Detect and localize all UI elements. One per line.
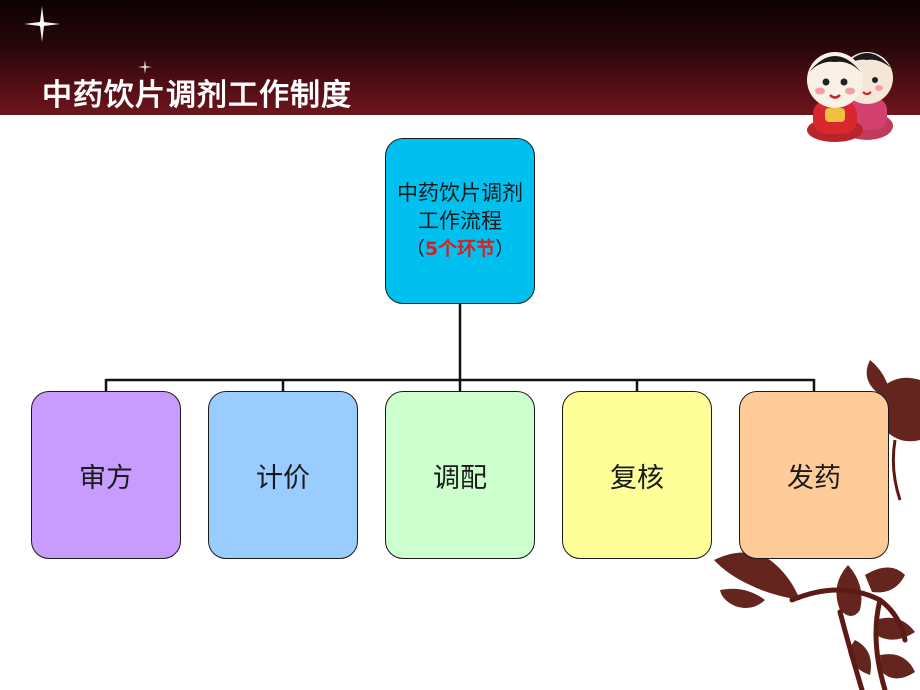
sparkle-icon xyxy=(24,6,60,42)
step-label: 计价 xyxy=(256,462,310,494)
page-title: 中药饮片调剂工作制度 xyxy=(42,78,352,113)
root-subtitle: （5个环节） xyxy=(406,235,514,263)
step-node-review: 审方 xyxy=(31,391,181,559)
step-label: 调配 xyxy=(433,462,487,494)
twin-dolls-icon xyxy=(807,52,893,142)
step-node-checking: 复核 xyxy=(562,391,712,559)
step-label: 复核 xyxy=(610,462,664,494)
root-title-line1: 中药饮片调剂 xyxy=(397,181,523,205)
sparkle-small-icon xyxy=(138,60,152,74)
step-node-pricing: 计价 xyxy=(208,391,358,559)
step-label: 发药 xyxy=(787,462,841,494)
step-label: 审方 xyxy=(79,462,133,494)
root-node-workflow: 中药饮片调剂 工作流程 （5个环节） xyxy=(385,138,535,304)
step-node-delivery: 发药 xyxy=(739,391,889,559)
paren-open: （ xyxy=(405,238,425,260)
steps-count-label: 5个环节 xyxy=(424,238,496,260)
header-banner xyxy=(0,0,920,115)
step-node-dispensing: 调配 xyxy=(385,391,535,559)
paren-close: ） xyxy=(495,238,515,260)
root-title-line2: 工作流程 xyxy=(418,209,502,233)
